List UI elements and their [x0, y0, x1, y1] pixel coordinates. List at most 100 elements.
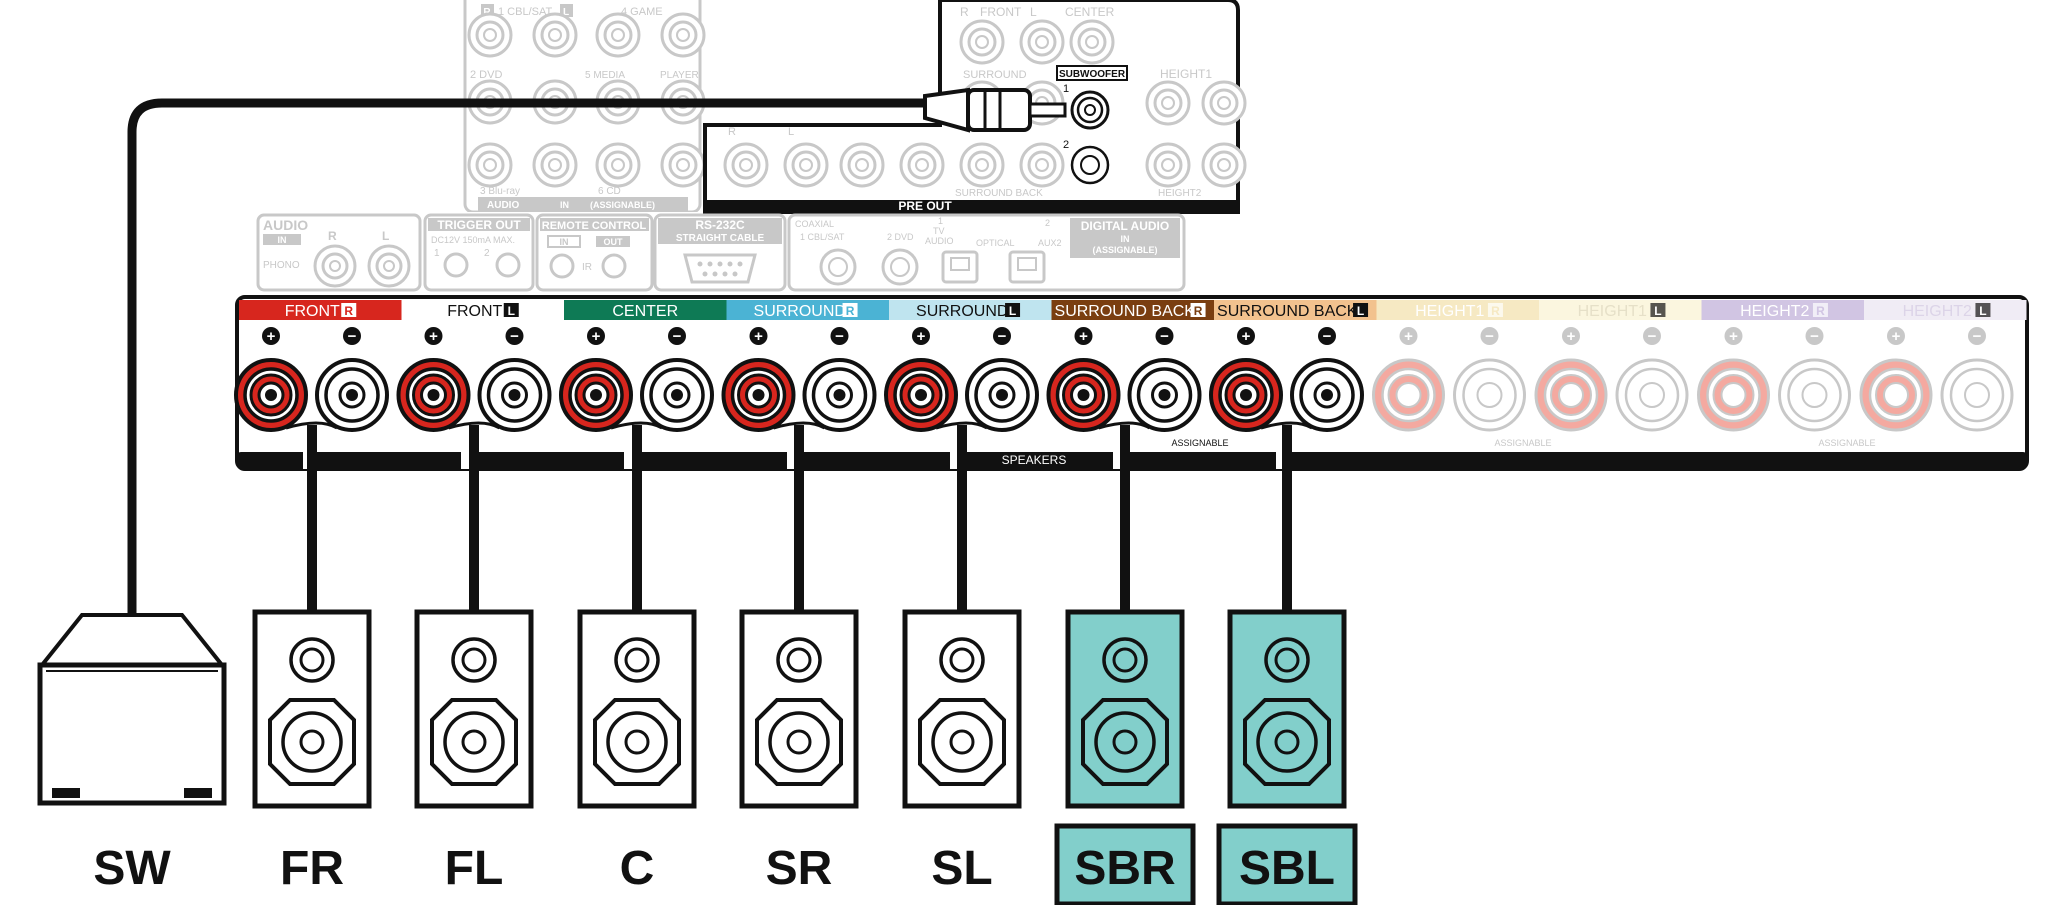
channel-side-6: L [1357, 304, 1364, 318]
svg-text:−: − [348, 328, 357, 345]
svg-text:+: + [592, 328, 601, 345]
speaker-terminal-6-minus[interactable] [1290, 358, 1364, 432]
svg-text:−: − [1648, 328, 1657, 345]
preout-r2: R [728, 126, 736, 138]
channel-band-1 [401, 300, 564, 320]
svg-text:+: + [429, 328, 438, 345]
preout-height2: HEIGHT2 [1158, 188, 1202, 199]
phono-label: PHONO [263, 260, 300, 271]
dvd-label: 2 DVD [470, 69, 502, 81]
tv-label: TV [933, 226, 945, 236]
top-l-label: L [563, 7, 569, 18]
svg-text:+: + [1079, 328, 1088, 345]
speaker-terminal-3-plus[interactable] [721, 358, 796, 432]
phono-audio-label: AUDIO [263, 217, 308, 233]
speaker-terminal-8-plus [1534, 358, 1608, 432]
channel-name-6: SURROUND BACK [1217, 303, 1358, 320]
optical-label: OPTICAL [976, 238, 1015, 248]
trigger2-label: 2 [484, 248, 490, 259]
speaker-terminal-6-plus[interactable] [1209, 358, 1283, 432]
preout-l2: L [788, 126, 794, 138]
rc-in-label: IN [560, 237, 569, 247]
speaker-terminal-5-plus[interactable] [1046, 358, 1121, 432]
phono-l: L [382, 229, 389, 243]
speaker-terminal-7-plus [1372, 358, 1445, 432]
preout-height1: HEIGHT1 [1160, 67, 1212, 81]
sub-num2: 2 [1063, 139, 1069, 151]
svg-text:−: − [510, 328, 519, 345]
svg-text:+: + [917, 328, 926, 345]
speaker-terminal-9-plus [1697, 358, 1770, 432]
channel-name-2: CENTER [612, 303, 678, 320]
speaker-label-sl: SL [931, 842, 992, 895]
speaker-label-fl: FL [445, 842, 504, 895]
svg-text:−: − [673, 328, 682, 345]
svg-text:+: + [1729, 328, 1738, 345]
svg-text:−: − [1160, 328, 1169, 345]
pre-out-jacks [723, 19, 1247, 188]
control-connector-row: AUDIO IN R L PHONO TRIGGER OUT DC12V 150… [256, 213, 1186, 292]
digital-audio-label: DIGITAL AUDIO [1081, 219, 1169, 233]
svg-text:−: − [1323, 328, 1332, 345]
speaker-terminal-1-plus[interactable] [396, 358, 471, 432]
speaker-terminal-1-minus[interactable] [477, 358, 552, 432]
bluray-label: 3 Blu-ray [480, 186, 520, 197]
cbl-sat-label: 1 CBL/SAT [498, 6, 552, 18]
cd-label: 6 CD [598, 186, 621, 197]
speaker-terminal-4-plus[interactable] [884, 358, 958, 432]
svg-text:+: + [754, 328, 763, 345]
channel-name-0: FRONT [285, 303, 340, 320]
phono-r: R [328, 229, 337, 243]
h2-assignable-label: ASSIGNABLE [1818, 438, 1875, 448]
channel-band-2 [564, 300, 727, 320]
trigger-out-label: TRIGGER OUT [437, 218, 521, 232]
speaker-fl: FL [414, 609, 534, 895]
subwoofer-jack[interactable] [1070, 90, 1110, 130]
speakers-terminal-panel: SPEAKERS ASSIGNABLE ASSIGNABLE ASSIGNABL… [234, 295, 2029, 471]
channel-side-7: R [1491, 304, 1500, 318]
top-assignable-label: (ASSIGNABLE) [590, 200, 655, 210]
speaker-terminal-8-minus [1615, 358, 1689, 432]
svg-text:+: + [1892, 328, 1901, 345]
speaker-terminal-0-minus[interactable] [315, 358, 389, 432]
phono-in-label: IN [278, 235, 287, 245]
speaker-sl: SL [902, 609, 1022, 895]
speaker-sbr: SBR [1054, 609, 1196, 905]
remote-control-label: REMOTE CONTROL [542, 220, 647, 232]
speaker-terminal-4-minus[interactable] [965, 358, 1039, 432]
channel-name-1: FRONT [447, 303, 502, 320]
preout-center: CENTER [1065, 5, 1115, 19]
speaker-sr: SR [739, 609, 859, 895]
dig-in-label: IN [1121, 234, 1130, 244]
player-label: PLAYER [660, 70, 699, 81]
straight-cable-label: STRAIGHT CABLE [676, 233, 765, 244]
channel-band-5 [1051, 300, 1214, 320]
tv-audio-label: AUDIO [925, 236, 954, 246]
speaker-terminal-0-plus[interactable] [234, 358, 308, 432]
speaker-label-sbl: SBL [1239, 842, 1335, 895]
speaker-label-sr: SR [766, 842, 833, 895]
tv-num-label: 1 [938, 216, 943, 226]
speaker-terminal-3-minus[interactable] [802, 358, 877, 432]
speaker-fr: FR [252, 609, 372, 895]
speaker-label-sbr: SBR [1074, 842, 1175, 895]
channel-name-7: HEIGHT1 [1415, 303, 1484, 320]
sb-assignable-label: ASSIGNABLE [1171, 438, 1228, 448]
speaker-terminal-10-plus [1859, 358, 1933, 432]
speaker-sbl: SBL [1216, 609, 1358, 905]
preout-r: R [960, 5, 969, 19]
dig-assignable-label: (ASSIGNABLE) [1093, 245, 1158, 255]
h1-assignable-label: ASSIGNABLE [1494, 438, 1551, 448]
svg-text:−: − [1485, 328, 1494, 345]
speaker-terminal-2-minus[interactable] [640, 358, 714, 432]
svg-text:−: − [998, 328, 1007, 345]
speaker-terminal-7-minus [1453, 358, 1526, 432]
svg-text:−: − [835, 328, 844, 345]
speaker-terminal-5-minus[interactable] [1127, 358, 1202, 432]
channel-side-5: R [1194, 304, 1203, 318]
pre-out-label: PRE OUT [898, 199, 952, 213]
speaker-terminal-2-plus[interactable] [559, 358, 633, 432]
channel-name-3: SURROUND [754, 303, 846, 320]
